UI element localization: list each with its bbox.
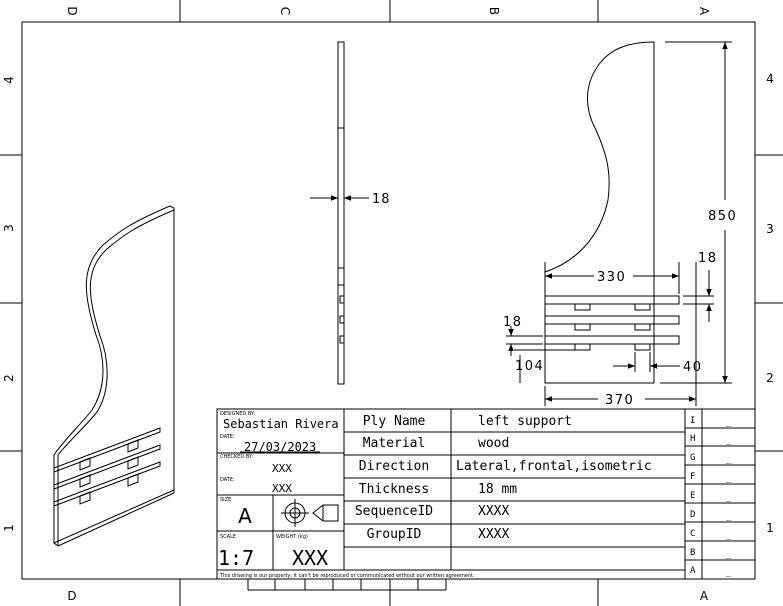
revision-value: _ xyxy=(726,512,732,522)
isometric-view xyxy=(53,205,175,547)
top-zone-label: A xyxy=(697,7,711,16)
revision-value: _ xyxy=(726,436,732,446)
revision-value: _ xyxy=(726,568,732,578)
revision-letter: I xyxy=(690,416,695,426)
revision-letter: G xyxy=(690,453,695,463)
right-zone-label: 4 xyxy=(766,72,774,86)
top-zone-label: B xyxy=(487,7,501,15)
top-zone-label: D xyxy=(65,6,79,15)
revision-letter: D xyxy=(690,510,695,520)
designed-by-label: DESIGNED BY: xyxy=(220,411,255,417)
revision-value: _ xyxy=(726,531,732,541)
weight-label: WEIGHT (kg) xyxy=(276,534,308,540)
designer-name: Sebastian Rivera xyxy=(223,417,339,431)
height-value: 850 xyxy=(708,209,737,224)
field-value-material: wood xyxy=(478,436,509,451)
part-weight: XXX xyxy=(292,546,328,570)
side-view xyxy=(337,41,345,385)
slot-width-value: 40 xyxy=(683,360,703,375)
field-value-sequence-id: XXXX xyxy=(478,504,509,519)
bottom-zone-label: D xyxy=(67,589,76,603)
drawing-scale: 1:7 xyxy=(218,546,254,570)
left-zone-label: 2 xyxy=(2,374,16,382)
revision-value: _ xyxy=(726,550,732,560)
date2-label: DATE: xyxy=(220,477,235,483)
field-value-ply-name: left support xyxy=(478,414,572,429)
scale-label: SCALE xyxy=(220,534,236,540)
thickness-value: 18 xyxy=(372,192,391,207)
front-dimensions xyxy=(506,41,732,406)
width-value: 370 xyxy=(605,393,634,408)
right-zone-label: 3 xyxy=(766,222,774,236)
checked-by-label: CHECKED BY: xyxy=(220,454,253,460)
front-view xyxy=(544,41,680,384)
field-label-direction: Direction xyxy=(359,459,429,474)
revision-value: _ xyxy=(726,474,732,484)
top-zone-label: C xyxy=(278,7,292,15)
zone-labels: D C B A D A 4 3 2 1 4 3 2 1 xyxy=(2,6,774,603)
size-label: SIZE xyxy=(220,497,231,503)
projection-symbol-icon xyxy=(281,499,339,527)
revision-value: _ xyxy=(726,493,732,503)
left-zone-label: 4 xyxy=(2,76,16,84)
revision-letter: A xyxy=(690,566,696,576)
field-value-thickness: 18 mm xyxy=(478,482,517,497)
revision-letter: F xyxy=(690,472,695,482)
date-label: DATE: xyxy=(220,434,235,440)
shelf-thickness-left-value: 18 xyxy=(503,315,523,330)
revision-letter: C xyxy=(690,529,695,539)
revision-value: _ xyxy=(726,418,732,428)
field-label-sequence-id: SequenceID xyxy=(355,504,433,519)
field-label-thickness: Thickness xyxy=(359,482,429,497)
shelf-length-value: 330 xyxy=(597,270,626,285)
sheet-size: A xyxy=(238,504,252,528)
left-zone-label: 3 xyxy=(2,224,16,232)
bottom-offset-value: 104 xyxy=(515,359,544,374)
bottom-zone-label: A xyxy=(700,589,709,603)
field-value-group-id: XXXX xyxy=(478,527,509,542)
field-label-material: Material xyxy=(363,436,426,451)
checker-name: XXX xyxy=(272,462,292,475)
right-zone-label: 2 xyxy=(766,371,774,385)
field-value-direction: Lateral,frontal,isometric xyxy=(456,459,652,474)
field-label-ply-name: Ply Name xyxy=(363,414,426,429)
revision-letter: H xyxy=(690,434,695,444)
shelf-thickness-value: 18 xyxy=(698,251,718,266)
title-block xyxy=(216,408,756,580)
left-zone-label: 1 xyxy=(2,524,16,532)
field-label-group-id: GroupID xyxy=(367,527,422,542)
revision-letter: E xyxy=(690,491,695,501)
design-date: 27/03/2023 xyxy=(244,440,316,454)
check-date: XXX xyxy=(272,482,292,495)
disclaimer: This drawing is our property; it can't b… xyxy=(219,573,475,579)
revision-value: _ xyxy=(726,455,732,465)
right-zone-label: 1 xyxy=(766,521,774,535)
revision-letter: B xyxy=(690,548,695,558)
